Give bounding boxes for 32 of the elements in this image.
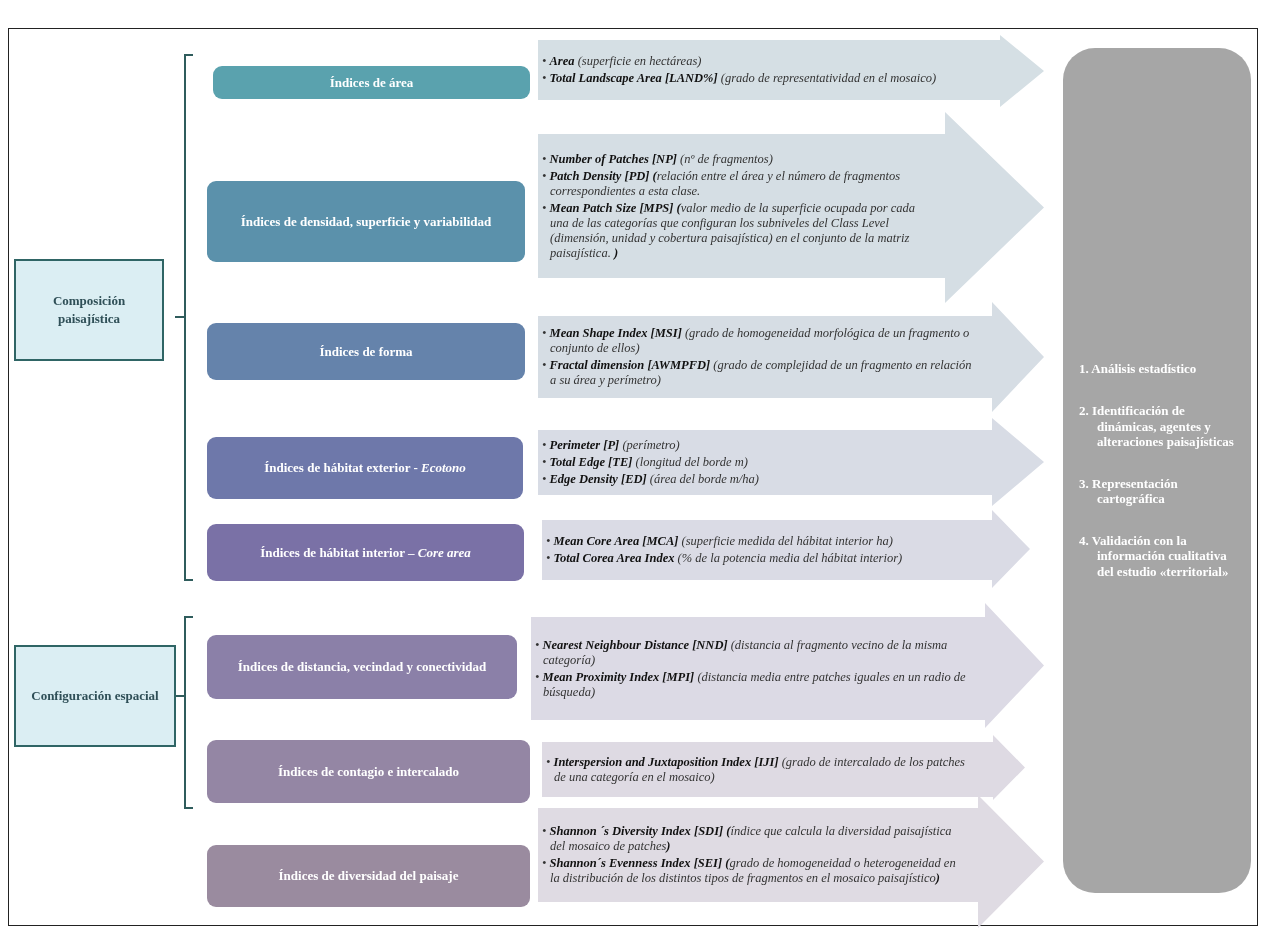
category-box: Índices de densidad, superficie y variabilidad <box>207 181 525 262</box>
category-box: Índices de contagio e intercalado <box>207 740 530 803</box>
index-description: • Total Corea Area Index (% de la potencia media del hábitat interior) <box>546 551 904 566</box>
index-description: • Patch Density [PD] (relación entre el área y el número de fragmentos correspondientes a esta clase. <box>542 168 902 199</box>
index-description: • Fractal dimension [AWMPFD] (grado de complejidad de un fragmento en relación a su área y perímetro) <box>542 358 973 388</box>
index-description: • Mean Core Area [MCA] (superficie medida del hábitat interior ha) <box>546 534 894 549</box>
step-item: 4. Validación con la información cualitativa del estudio «territorial» <box>1079 532 1230 580</box>
index-description: • Mean Shape Index [MSI] (grado de homogeneidad morfológica de un fragmento o conjunto de ellos) <box>542 326 971 356</box>
category-box: Índices de área <box>213 66 530 99</box>
index-description: • Number of Patches [NP] (nº de fragmentos) <box>542 151 774 167</box>
step-item: 2. Identificación de dinámicas, agentes y alteraciones paisajísticas <box>1079 402 1235 450</box>
index-description: • Area (superficie en hectáreas) <box>542 54 703 69</box>
index-description: • Mean Patch Size [MPS] (valor medio de la superficie ocupada por cada una de las categorías que configuran los subniveles del Class Level (dimensión, unidad y cobertura paisajística) en el conjunto de la matriz paisajística. ) <box>542 200 917 261</box>
step-item: 3. Representación cartográfica <box>1079 475 1179 507</box>
index-description: • Edge Density [ED] (área del borde m/ha) <box>542 472 760 487</box>
index-description: • Nearest Neighbour Distance [NND] (distancia al fragmento vecino de la misma categoría) <box>535 637 949 668</box>
category-box: Índices de distancia, vecindad y conectividad <box>207 635 517 699</box>
group-box: Configuración espacial <box>14 645 176 747</box>
index-description: • Perimeter [P] (perímetro) <box>542 438 681 453</box>
category-box: Índices de hábitat interior – Core area <box>207 524 524 581</box>
index-description: • Interspersion and Juxtaposition Index [IJI] (grado de intercalado de los patches de una categoría en el mosaico) <box>546 754 966 785</box>
category-box: Índices de hábitat exterior - Ecotono <box>207 437 523 499</box>
category-box: Índices de diversidad del paisaje <box>207 845 530 907</box>
step-item: 1. Análisis estadístico <box>1079 361 1198 377</box>
index-description: • Mean Proximity Index [MPI] (distancia media entre patches iguales en un radio de búsqueda) <box>535 669 967 700</box>
steps-panel <box>1063 48 1251 893</box>
index-description: • Total Edge [TE] (longitud del borde m) <box>542 455 749 470</box>
category-box: Índices de forma <box>207 323 525 380</box>
index-description: • Shannon´s Evenness Index [SEI] (grado de homogeneidad o heterogeneidad en la distribución de los distintos tipos de fragmentos en el mosaico paisajístico) <box>542 856 957 886</box>
index-description: • Total Landscape Area [LAND%] (grado de representatividad en el mosaico) <box>542 71 938 86</box>
index-description: • Shannon ´s Diversity Index [SDI] (índice que calcula la diversidad paisajística del mosaico de patches) <box>542 824 953 854</box>
group-box: Composición paisajística <box>14 259 164 361</box>
